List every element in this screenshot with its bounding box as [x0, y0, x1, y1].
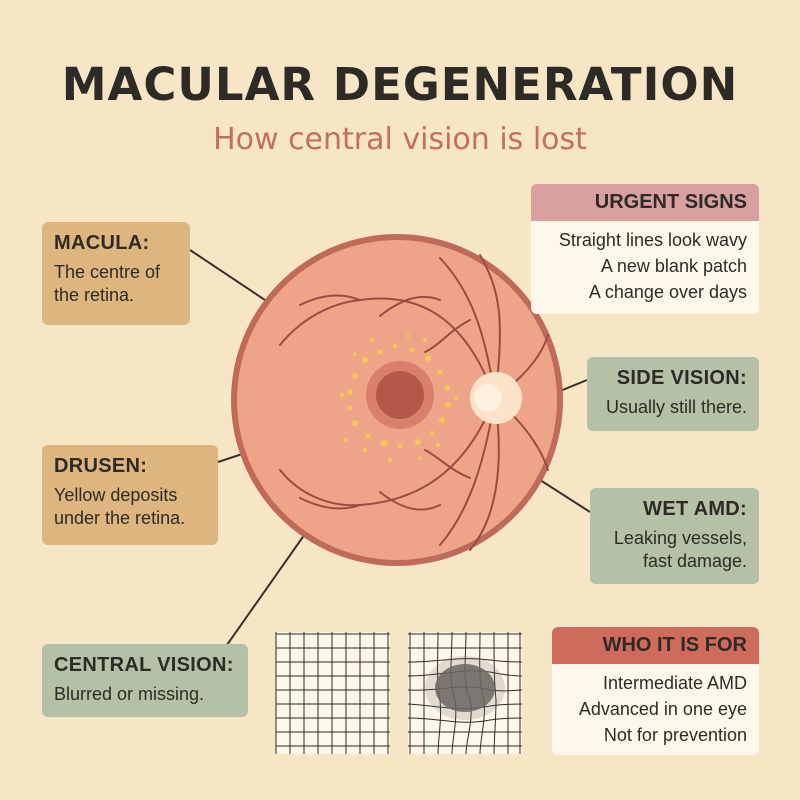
label-drusen-line: Yellow deposits: [54, 485, 178, 505]
who-it-is-for-card: WHO IT IS FOR Intermediate AMD Advanced …: [552, 627, 759, 755]
label-central-vision: CENTRAL VISION: Blurred or missing.: [42, 644, 248, 717]
label-macula-heading: MACULA:: [54, 232, 150, 254]
macula-center: [376, 371, 424, 419]
who-it-is-for-heading: WHO IT IS FOR: [552, 627, 759, 664]
label-macula-line: the retina.: [54, 285, 135, 305]
page-subtitle: How central vision is lost: [213, 122, 587, 157]
label-drusen-heading: DRUSEN:: [54, 455, 148, 477]
who-it-is-for-item: Not for prevention: [603, 725, 747, 745]
urgent-signs-heading: URGENT SIGNS: [531, 184, 759, 221]
who-it-is-for-item: Advanced in one eye: [578, 699, 747, 719]
label-side-vision: SIDE VISION: Usually still there.: [587, 357, 759, 431]
label-macula-line: The centre of: [54, 262, 161, 282]
drusen-dots: [340, 334, 458, 462]
label-wet-amd: WET AMD: Leaking vessels, fast damage.: [590, 488, 759, 584]
who-it-is-for-item: Intermediate AMD: [602, 673, 747, 693]
urgent-sign-item: A change over days: [588, 282, 747, 302]
urgent-signs-card: URGENT SIGNS Straight lines look wavy A …: [531, 184, 759, 314]
label-wet-amd-line: fast damage.: [642, 551, 747, 571]
label-side-vision-heading: SIDE VISION:: [616, 367, 747, 389]
urgent-sign-item: A new blank patch: [600, 256, 747, 276]
label-drusen: DRUSEN: Yellow deposits under the retina…: [42, 445, 218, 545]
label-central-vision-line: Blurred or missing.: [54, 684, 205, 704]
page-title: MACULAR DEGENERATION: [61, 58, 739, 111]
urgent-sign-item: Straight lines look wavy: [558, 230, 747, 250]
label-wet-amd-line: Leaking vessels,: [613, 528, 747, 548]
label-drusen-line: under the retina.: [54, 508, 186, 528]
label-central-vision-heading: CENTRAL VISION:: [54, 654, 234, 676]
label-macula: MACULA: The centre of the retina.: [42, 222, 190, 325]
label-side-vision-line: Usually still there.: [605, 397, 747, 417]
normal-amsler-grid: [275, 632, 390, 754]
blind-spot: [435, 664, 495, 712]
label-wet-amd-heading: WET AMD:: [643, 498, 747, 520]
